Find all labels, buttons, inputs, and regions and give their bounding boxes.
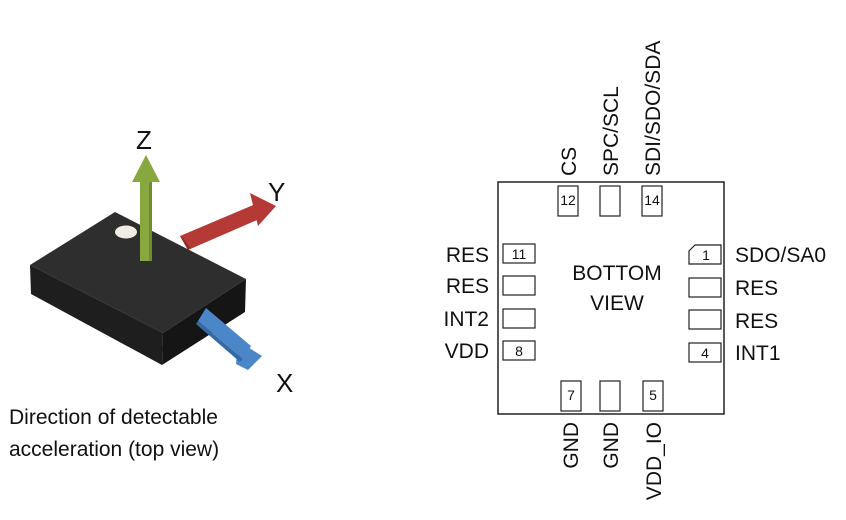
pin-2 (688, 277, 722, 298)
label-pin-9: INT2 (443, 308, 489, 331)
label-pin-7: GND (560, 422, 583, 469)
pin1-marker-dot (115, 225, 137, 239)
label-pin-8: VDD (445, 340, 489, 363)
svg-text:8: 8 (515, 343, 523, 359)
pin-5: 5 (642, 380, 664, 412)
x-axis-label: X (276, 368, 293, 398)
bottom-view-label-line-2: VIEW (590, 292, 644, 315)
label-pin-1: SDO/SA0 (735, 244, 826, 267)
pin-12: 12 (557, 185, 579, 217)
svg-text:4: 4 (701, 345, 709, 361)
label-pin-2: RES (735, 277, 778, 300)
label-pin-10: RES (446, 275, 489, 298)
label-pin-14: SDI/SDO/SDA (642, 41, 665, 176)
label-pin-13: SPC/SCL (600, 86, 623, 176)
pin-7: 7 (560, 380, 582, 412)
pin-13 (599, 185, 621, 217)
svg-text:12: 12 (560, 192, 576, 208)
label-pin-12: CS (558, 147, 581, 176)
pinout-bottom-view: BOTTOM VIEW 12 14 7 5 (443, 41, 826, 501)
z-axis-arrow (132, 155, 160, 261)
pin-4: 4 (688, 342, 722, 363)
label-pin-4: INT1 (735, 342, 781, 365)
package-outline (497, 181, 725, 415)
pin-1: 1 (688, 244, 722, 265)
x-axis-arrow (196, 308, 262, 370)
caption-line-2: acceleration (top view) (9, 438, 219, 461)
pin-11: 11 (502, 243, 536, 264)
pin-14: 14 (641, 185, 663, 217)
bottom-view-label-line-1: BOTTOM (572, 262, 661, 285)
label-pin-3: RES (735, 310, 778, 333)
sensor-package-illustration: Z Y X Direction of detectable accelerati… (9, 125, 293, 461)
svg-text:7: 7 (567, 387, 575, 403)
y-axis-label: Y (268, 177, 285, 207)
y-axis-arrow (180, 193, 276, 250)
svg-text:1: 1 (702, 247, 710, 263)
package-left-face (30, 265, 163, 365)
svg-text:14: 14 (644, 192, 660, 208)
svg-text:5: 5 (649, 387, 657, 403)
svg-text:11: 11 (512, 246, 527, 262)
pin-9 (502, 308, 536, 329)
pin-3 (688, 309, 722, 330)
label-pin-6: GND (600, 422, 623, 469)
label-pin-11: RES (446, 244, 489, 267)
package-top-face (30, 212, 246, 333)
caption-line-1: Direction of detectable (9, 406, 218, 429)
pin-6 (599, 380, 621, 412)
pin-8: 8 (502, 340, 536, 361)
z-axis-label: Z (136, 125, 152, 155)
label-pin-5: VDD_IO (643, 422, 666, 500)
pin-10 (502, 275, 536, 296)
